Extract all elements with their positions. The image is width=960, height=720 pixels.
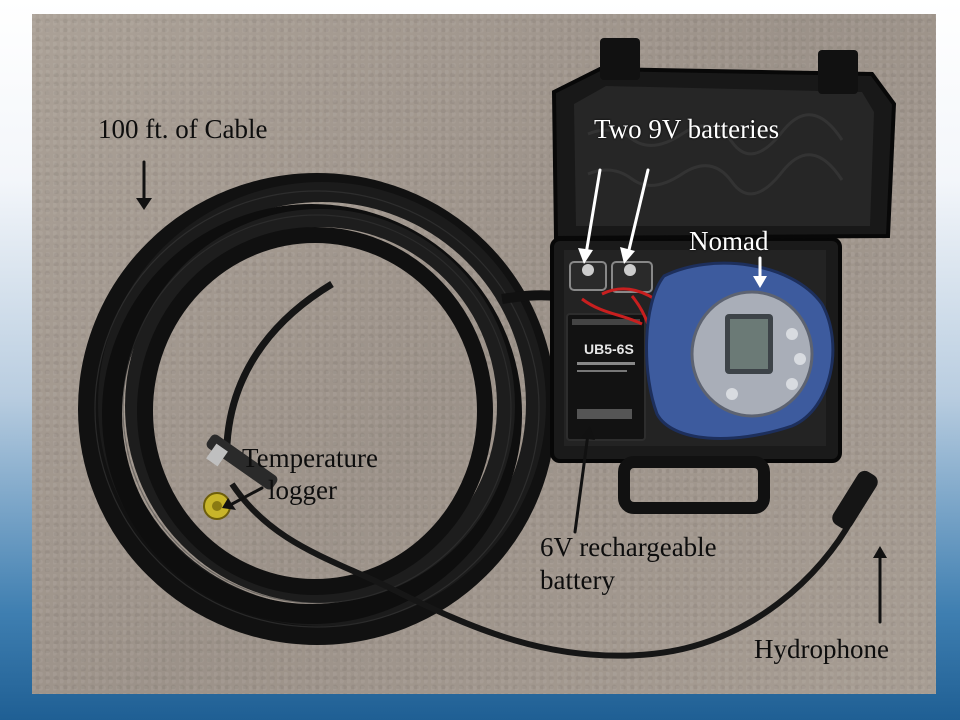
- nomad-label: Nomad: [689, 226, 769, 256]
- temperature-logger-label-line2: logger: [268, 475, 337, 505]
- cable-coil: [78, 173, 556, 645]
- cable-arrow: [136, 160, 152, 210]
- hydrophone-label: Hydrophone: [754, 634, 889, 664]
- photo-frame: UB5-6S: [32, 14, 936, 694]
- batteries-9v-label: Two 9V batteries: [594, 114, 780, 144]
- battery-6v-label-line1: 6V rechargeable: [540, 532, 717, 562]
- cable-label: 100 ft. of Cable: [98, 114, 268, 144]
- equipment-photo: UB5-6S: [78, 38, 897, 659]
- batteries-9v: [569, 261, 653, 293]
- logger-arrow: [222, 486, 264, 510]
- hydrophone-sensor: [832, 470, 878, 530]
- logger-cable: [223, 280, 334, 445]
- batteries-arrow-right: [620, 168, 650, 264]
- cable-to-case: [501, 290, 558, 304]
- nomad-player: [645, 261, 835, 440]
- batteries-arrow-left: [578, 168, 602, 264]
- temperature-logger-label-line1: Temperature: [242, 443, 379, 473]
- battery-6v-label-line2: battery: [540, 565, 615, 595]
- hydrophone-cable: [229, 482, 855, 659]
- battery-6v: UB5-6S: [566, 313, 646, 441]
- battery-model-text: UB5-6S: [584, 341, 634, 357]
- hydrophone-arrow: [873, 546, 887, 624]
- battery-6v-arrow: [573, 426, 595, 534]
- nomad-arrow: [753, 256, 767, 288]
- annotation-arrows: [136, 160, 887, 624]
